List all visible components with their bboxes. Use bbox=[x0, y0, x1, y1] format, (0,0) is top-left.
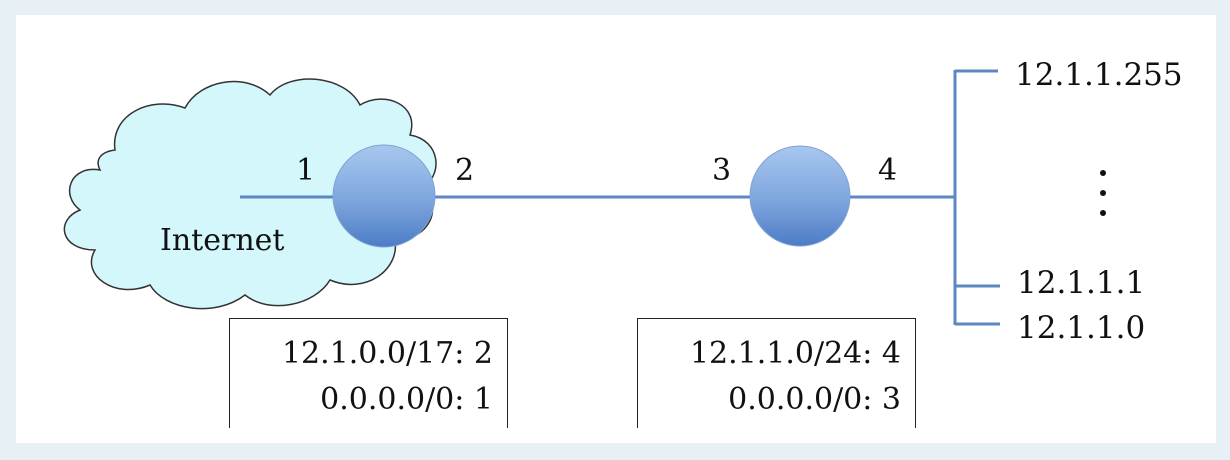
port-3-label: 3 bbox=[712, 153, 732, 188]
host-12-1-1-255: 12.1.1.255 bbox=[1015, 57, 1183, 93]
router-1-table-row-1: 12.1.0.0/17: 2 bbox=[281, 336, 493, 371]
router-2-forwarding-table: 12.1.1.0/24: 4 0.0.0.0/0: 3 bbox=[637, 318, 916, 428]
internet-label: Internet bbox=[160, 223, 285, 258]
router-1-forwarding-table: 12.1.0.0/17: 2 0.0.0.0/0: 1 bbox=[229, 318, 508, 428]
router-2-table-row-1: 12.1.1.0/24: 4 bbox=[689, 336, 901, 371]
router-2 bbox=[749, 145, 851, 247]
internet-cloud bbox=[63, 78, 437, 310]
port-1-label: 1 bbox=[296, 153, 316, 188]
router-1-table-row-2: 0.0.0.0/0: 1 bbox=[320, 382, 493, 417]
router-2-table-row-2: 0.0.0.0/0: 3 bbox=[728, 382, 901, 417]
port-4-label: 4 bbox=[878, 153, 898, 188]
host-12-1-1-0: 12.1.1.0 bbox=[1017, 310, 1146, 346]
port-2-label: 2 bbox=[455, 153, 475, 188]
host-ellipsis: ⋮ bbox=[1098, 168, 1108, 220]
router-1 bbox=[332, 144, 436, 248]
host-12-1-1-1: 12.1.1.1 bbox=[1017, 265, 1146, 301]
